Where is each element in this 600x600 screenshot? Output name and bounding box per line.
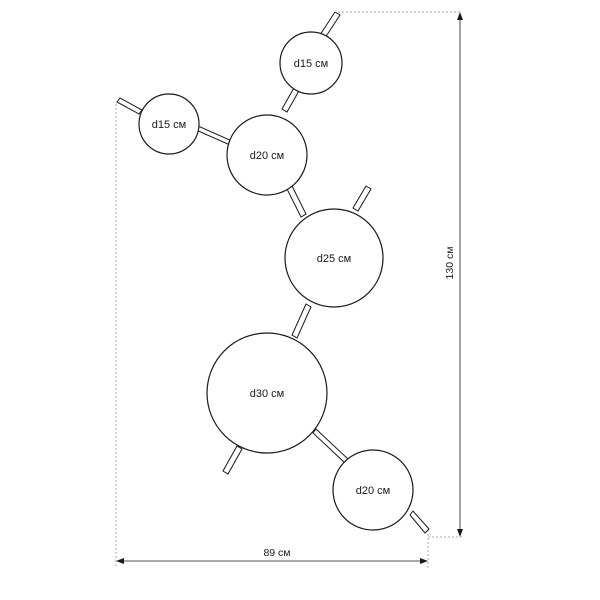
globe-5: d30 см bbox=[206, 332, 328, 454]
rod-g3-g4 bbox=[286, 185, 307, 218]
height-dimension-label: 130 см bbox=[444, 247, 456, 280]
rod-g4-g5 bbox=[291, 303, 312, 339]
height-arrow-bottom bbox=[457, 529, 463, 537]
height-dimension: 130 см bbox=[444, 12, 463, 537]
rod-g5-left bbox=[222, 445, 243, 475]
globe-1-label: d15 см bbox=[294, 58, 328, 70]
extension-lines bbox=[115, 11, 462, 568]
globe-5-label: d30 см bbox=[250, 388, 284, 400]
width-dimension: 89 см bbox=[116, 547, 428, 564]
globe-6-label: d20 см bbox=[356, 485, 390, 497]
globes: d15 см d15 см d20 см d25 см d30 см d20 с… bbox=[138, 31, 414, 531]
rods bbox=[116, 11, 430, 534]
globe-4-label: d25 см bbox=[317, 253, 351, 265]
globe-2-label: d15 см bbox=[152, 119, 186, 131]
globe-3: d20 см bbox=[226, 114, 308, 196]
globe-6: d20 см bbox=[332, 449, 414, 531]
globe-2: d15 см bbox=[138, 93, 200, 155]
globe-1: d15 см bbox=[279, 31, 343, 95]
height-arrow-top bbox=[457, 12, 463, 20]
width-arrow-left bbox=[116, 558, 124, 564]
globe-4: d25 см bbox=[284, 208, 384, 308]
rod-g6-right bbox=[409, 510, 430, 534]
globe-3-label: d20 см bbox=[250, 150, 284, 162]
width-dimension-label: 89 см bbox=[263, 547, 290, 559]
rod-g4-right bbox=[352, 185, 372, 212]
rod-g5-g6 bbox=[312, 428, 349, 464]
rod-g2-g3 bbox=[195, 125, 233, 146]
width-arrow-right bbox=[420, 558, 428, 564]
rod-left bbox=[116, 97, 143, 115]
